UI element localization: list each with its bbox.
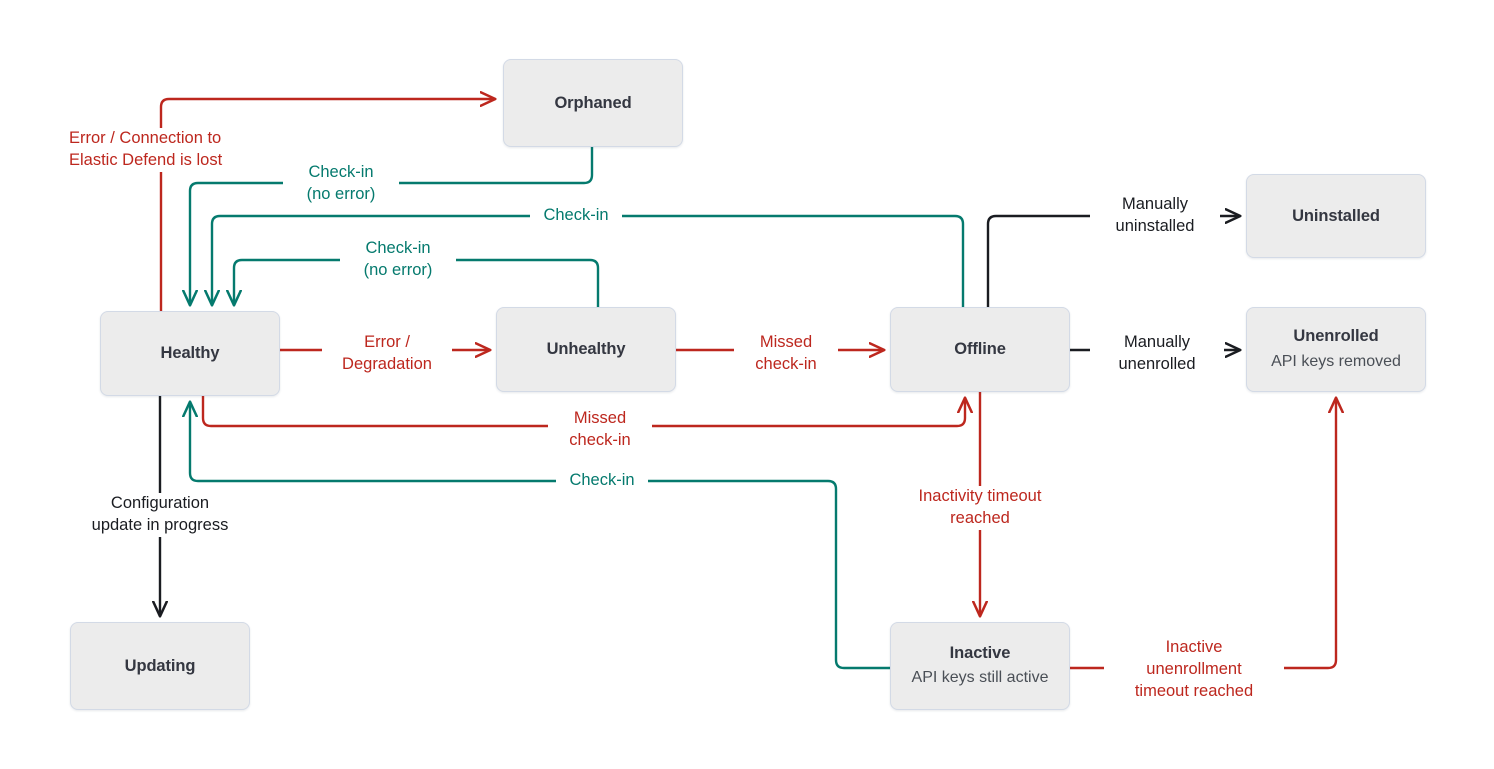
node-healthy-title: Healthy xyxy=(160,344,220,363)
node-unenrolled-title: Unenrolled xyxy=(1293,327,1379,346)
edge-label-error-degradation: Error / Degradation xyxy=(322,332,452,376)
edge-label-error-connection-lost: Error / Connection to Elastic Defend is … xyxy=(64,128,254,172)
node-updating[interactable]: Updating xyxy=(70,622,250,710)
node-inactive-title: Inactive xyxy=(949,643,1011,662)
node-uninstalled-title: Uninstalled xyxy=(1292,206,1380,225)
edge-label-missed-checkin-offline: Missed check-in xyxy=(734,332,838,376)
edge-label-inactivity-timeout: Inactivity timeout reached xyxy=(884,486,1076,530)
node-uninstalled[interactable]: Uninstalled xyxy=(1246,174,1426,258)
edge-label-checkin-offline-healthy: Check-in xyxy=(530,205,622,227)
node-unhealthy[interactable]: Unhealthy xyxy=(496,307,676,392)
node-unenrolled[interactable]: Unenrolled API keys removed xyxy=(1246,307,1426,392)
node-orphaned-title: Orphaned xyxy=(554,93,632,112)
edge-inactive-to-healthy xyxy=(190,402,890,670)
node-orphaned[interactable]: Orphaned xyxy=(503,59,683,147)
edge-inactive-to-unenrolled xyxy=(1070,398,1336,670)
edge-label-missed-checkin-healthy: Missed check-in xyxy=(548,408,652,452)
node-inactive-subtitle: API keys still active xyxy=(911,669,1049,687)
node-offline[interactable]: Offline xyxy=(890,307,1070,392)
node-offline-title: Offline xyxy=(954,340,1006,359)
edge-label-configuration-update: Configuration update in progress xyxy=(70,493,250,537)
edge-label-inactive-unenrollment: Inactive unenrollment timeout reached xyxy=(1104,637,1284,703)
node-inactive[interactable]: Inactive API keys still active xyxy=(890,622,1070,710)
node-healthy[interactable]: Healthy xyxy=(100,311,280,396)
node-updating-title: Updating xyxy=(124,656,196,675)
node-unenrolled-subtitle: API keys removed xyxy=(1271,352,1401,370)
node-unhealthy-title: Unhealthy xyxy=(546,340,626,359)
edge-label-checkin-no-error-top: Check-in (no error) xyxy=(283,162,399,206)
edge-label-manually-unenrolled: Manually unenrolled xyxy=(1090,332,1224,376)
edge-label-checkin-no-error-mid: Check-in (no error) xyxy=(340,238,456,282)
edge-label-checkin-inactive-healthy: Check-in xyxy=(556,470,648,492)
edge-offline-to-healthy xyxy=(212,214,965,307)
edge-label-manually-uninstalled: Manually uninstalled xyxy=(1090,194,1220,238)
